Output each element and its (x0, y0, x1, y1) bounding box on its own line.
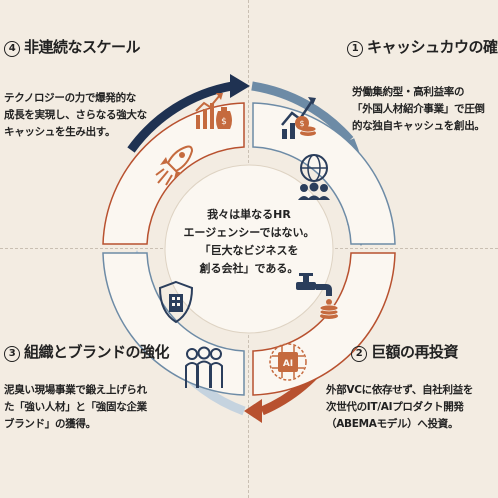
rocket-icon (155, 145, 194, 186)
q4-number-badge: 4 (4, 41, 20, 57)
money-bag-chart-icon: $ (195, 93, 232, 129)
svg-text:AI: AI (283, 359, 293, 369)
arrowhead-top (230, 74, 250, 98)
q1-title-text: キャッシュカウの確立 (367, 38, 498, 56)
segment-bottom-left (102, 252, 245, 396)
q3-line: た「強い人材」と「強固な企業 (4, 401, 147, 413)
q2-description: 外部VCに依存せず、自社利益を 次世代のIT/AIプロダクト開発 （ABEMAモ… (326, 382, 473, 433)
arrow-arc-top-right (251, 81, 354, 143)
faucet-coins-icon (296, 273, 339, 319)
center-line: 我々は単なるHR (207, 208, 291, 221)
segment-top-right (252, 102, 396, 245)
q3-description: 泥臭い現場事業で鍛え上げられ た「強い人材」と「強固な企業 ブランド」の獲得。 (4, 382, 147, 433)
center-line: 創る会社」である。 (199, 262, 299, 275)
growth-chart-coins-icon: $ (281, 97, 317, 139)
q2-line: （ABEMAモデル）へ投資。 (326, 418, 459, 430)
svg-text:$: $ (299, 119, 304, 128)
q4-line: テクノロジーの力で爆発的な (4, 92, 136, 104)
team-people-icon (185, 346, 223, 388)
globe-people-icon (298, 154, 330, 200)
shield-building-icon (158, 280, 194, 324)
q2-title-text: 巨額の再投資 (371, 343, 459, 361)
ai-chip-icon: AI (269, 343, 307, 381)
q1-number-badge: 1 (347, 41, 363, 57)
q4-line: 成長を実現し、さらなる強大な (4, 109, 147, 121)
arrowhead-bottom (244, 399, 262, 423)
q3-line: 泥臭い現場事業で鍛え上げられ (4, 384, 147, 396)
center-message: 我々は単なるHR エージェンシーではない。 「巨大なビジネスを 創る会社」である… (166, 206, 332, 278)
svg-text:$: $ (221, 117, 227, 127)
q1-line: 「外国人材紹介事業」で圧倒 (352, 103, 485, 115)
q3-number-badge: 3 (4, 346, 20, 362)
q4-line: キャッシュを生み出す。 (4, 126, 116, 138)
q4-description: テクノロジーの力で爆発的な 成長を実現し、さらなる強大な キャッシュを生み出す。 (4, 90, 147, 141)
q3-title-text: 組織とブランドの強化 (24, 343, 170, 361)
q2-number-badge: 2 (351, 346, 367, 362)
q3-line: ブランド」の獲得。 (4, 418, 96, 430)
center-circle (164, 164, 334, 334)
arrow-arc-top-left (127, 81, 233, 153)
center-line: エージェンシーではない。 (183, 226, 315, 239)
segment-top-left (102, 102, 245, 245)
q2-line: 次世代のIT/AIプロダクト開発 (326, 401, 464, 413)
center-line: 「巨大なビジネスを (199, 244, 299, 257)
q2-line: 外部VCに依存せず、自社利益を (326, 384, 474, 396)
q4-title-text: 非連続なスケール (24, 38, 141, 56)
segmented-ring (102, 102, 396, 396)
q1-line: 労働集約型・高利益率の (352, 86, 465, 98)
q1-line: 的な独自キャッシュを創出。 (352, 120, 485, 132)
q1-description: 労働集約型・高利益率の 「外国人材紹介事業」で圧倒 的な独自キャッシュを創出。 (352, 84, 485, 135)
